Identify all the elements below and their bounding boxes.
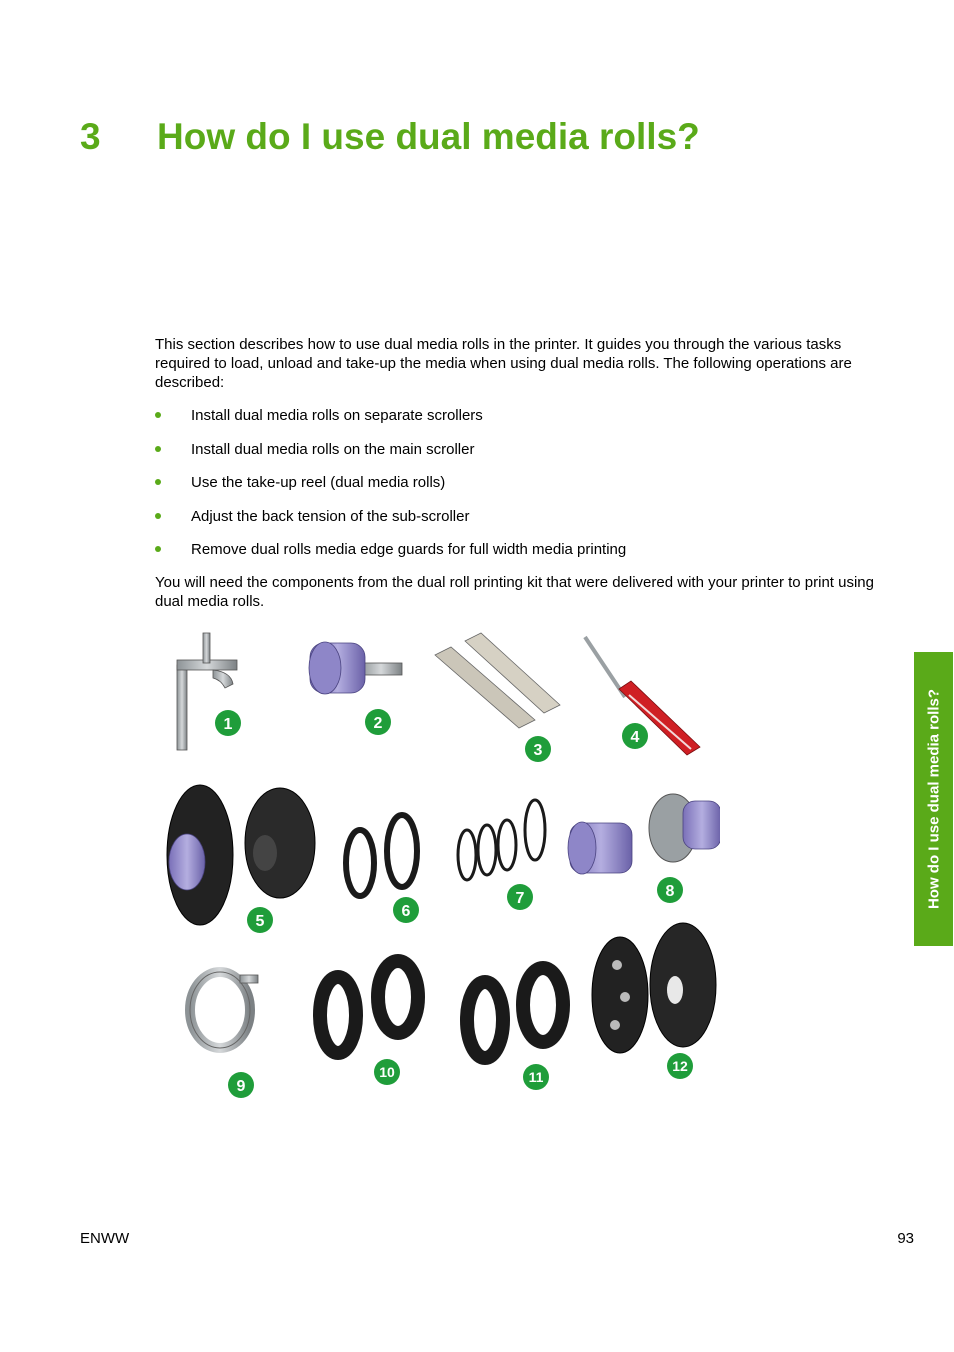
outro-paragraph: You will need the components from the du…	[155, 574, 874, 610]
component-1-bracket	[176, 632, 238, 751]
component-6-rings	[343, 812, 420, 899]
component-8-adapter	[567, 793, 720, 875]
component-11-notched-rings	[460, 961, 570, 1065]
component-10-thick-rings	[313, 954, 425, 1060]
side-tab-label: How do I use dual media rolls?	[925, 688, 942, 910]
component-12-flange-discs	[591, 922, 717, 1054]
callout-12: 12	[667, 1053, 693, 1079]
callout-4: 4	[622, 723, 648, 749]
svg-text:11: 11	[529, 1069, 544, 1085]
svg-text:9: 9	[237, 1078, 246, 1095]
chapter-side-tab: How do I use dual media rolls?	[914, 652, 953, 946]
bullet-icon	[155, 412, 161, 418]
chapter-title: How do I use dual media rolls?	[157, 116, 700, 157]
footer-left: ENWW	[80, 1230, 130, 1247]
svg-text:5: 5	[256, 913, 265, 930]
component-7-o-rings	[456, 798, 547, 882]
svg-text:10: 10	[379, 1064, 395, 1080]
callout-11: 11	[523, 1064, 549, 1090]
callout-3: 3	[525, 736, 551, 762]
callout-6: 6	[393, 897, 419, 923]
callout-9: 9	[228, 1072, 254, 1098]
component-3-strips	[434, 632, 561, 729]
callout-2: 2	[365, 709, 391, 735]
component-4-screwdriver	[583, 635, 701, 756]
svg-text:3: 3	[534, 742, 543, 759]
callout-5: 5	[247, 907, 273, 933]
page-number: 93	[897, 1230, 914, 1247]
chapter-number: 3	[80, 116, 101, 157]
kit-components-figure: 1 2 3 4 5 6 7 8 9 10 11 12	[166, 632, 720, 1098]
bullet-icon	[155, 512, 161, 519]
callout-1: 1	[215, 710, 241, 736]
svg-text:4: 4	[631, 729, 640, 746]
intro-paragraph: This section describes how to use dual m…	[155, 336, 852, 391]
callout-10: 10	[374, 1059, 400, 1085]
bullet-icon	[155, 479, 161, 485]
svg-text:1: 1	[224, 716, 233, 733]
bullet-icon	[155, 546, 161, 552]
svg-text:7: 7	[516, 890, 525, 907]
svg-text:6: 6	[402, 903, 411, 920]
component-2-hub	[308, 641, 403, 695]
svg-text:8: 8	[666, 883, 675, 900]
callout-8: 8	[657, 877, 683, 903]
component-9-clamp	[185, 967, 259, 1053]
bullet-icon	[155, 445, 161, 452]
svg-text:12: 12	[672, 1058, 688, 1074]
component-5-flange	[166, 784, 316, 926]
callout-7: 7	[507, 884, 533, 910]
svg-text:2: 2	[374, 715, 383, 732]
